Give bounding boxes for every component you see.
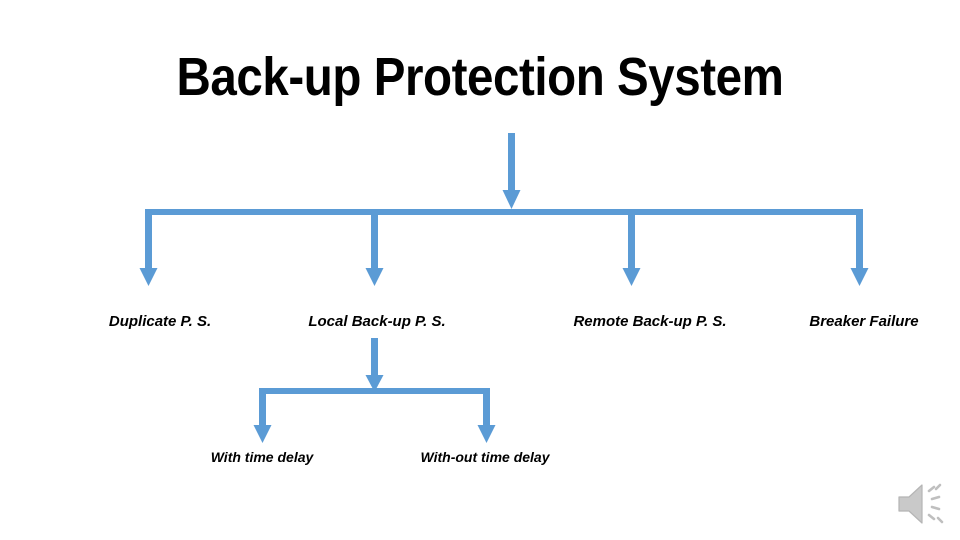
node-breaker-failure: Breaker Failure bbox=[809, 313, 919, 330]
speaker-audio-icon[interactable] bbox=[893, 478, 949, 530]
node-duplicate-ps: Duplicate P. S. bbox=[108, 313, 212, 330]
node-local-backup-ps: Local Back-up P. S. bbox=[308, 313, 446, 330]
connector-local-to-sub-bus bbox=[365, 338, 384, 392]
page-title: Back-up Protection System bbox=[176, 47, 784, 107]
connector-branch-duplicate bbox=[139, 209, 158, 286]
node-with-time-delay: With time delay bbox=[210, 449, 314, 465]
level1-bus-line bbox=[145, 209, 863, 215]
connector-branch-remote-backup bbox=[622, 209, 641, 286]
node-without-time-delay: With-out time delay bbox=[420, 449, 550, 465]
node-remote-backup-ps: Remote Back-up P. S. bbox=[573, 313, 727, 330]
connector-root-to-bus bbox=[502, 133, 521, 209]
connector-branch-local-backup bbox=[365, 209, 384, 286]
level2-bus-line bbox=[259, 388, 490, 394]
connector-branch-with-time-delay bbox=[253, 388, 272, 443]
connector-branch-without-time-delay bbox=[477, 388, 496, 443]
connector-branch-breaker-failure bbox=[850, 209, 869, 286]
